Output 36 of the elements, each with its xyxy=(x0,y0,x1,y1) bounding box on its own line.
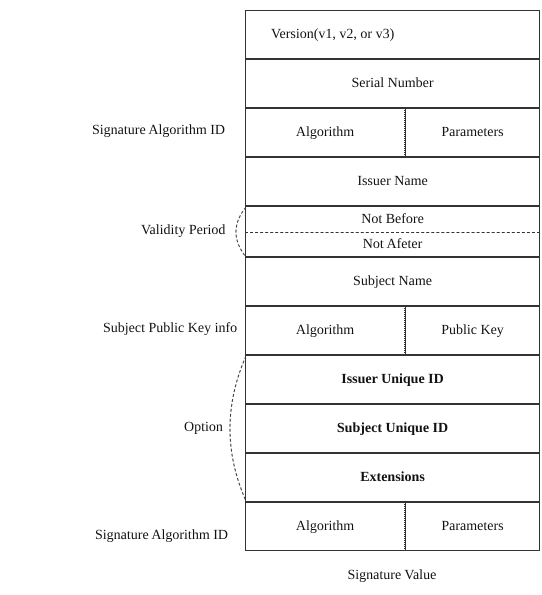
field-cell xyxy=(245,453,540,502)
field-name: Serial Number xyxy=(351,76,434,92)
field-name: Not Afeter xyxy=(362,236,422,252)
field-name: Parameters xyxy=(441,124,504,140)
field-cell xyxy=(245,257,540,306)
field-cell xyxy=(245,502,405,551)
field-cell xyxy=(245,108,405,157)
field-name: Algorithm xyxy=(296,322,354,338)
field-name: Subject Name xyxy=(353,274,432,290)
section-label: Signature Value xyxy=(348,568,436,584)
field-name: Subject Unique ID xyxy=(336,420,448,436)
field-name: Algorithm xyxy=(296,124,354,140)
field-cell xyxy=(245,59,540,108)
field-name: Public Key xyxy=(441,322,504,338)
field-cell xyxy=(245,10,540,59)
field-name: Not Before xyxy=(361,212,424,228)
group-label: Option xyxy=(184,420,223,436)
field-cell xyxy=(405,502,540,551)
field-name: Version(v1, v2, or v3) xyxy=(271,26,394,42)
field-cell xyxy=(245,404,540,453)
field-cell xyxy=(405,108,540,157)
field-name: Issuer Unique ID xyxy=(341,372,444,388)
field-name: Issuer Name xyxy=(357,174,428,190)
field-cell xyxy=(245,232,540,257)
field-cell xyxy=(405,306,540,355)
field-cell xyxy=(245,206,540,232)
group-label: Signature Algorithm ID xyxy=(95,528,228,544)
field-cell xyxy=(245,306,405,355)
group-label: Signature Algorithm ID xyxy=(92,123,225,139)
field-name: Parameters xyxy=(441,518,504,534)
group-label: Validity Period xyxy=(141,223,226,239)
field-cell xyxy=(245,355,540,404)
field-name: Extensions xyxy=(360,470,425,486)
field-name: Algorithm xyxy=(296,518,354,534)
field-cell xyxy=(245,157,540,206)
group-label: Subject Public Key info xyxy=(103,321,238,337)
